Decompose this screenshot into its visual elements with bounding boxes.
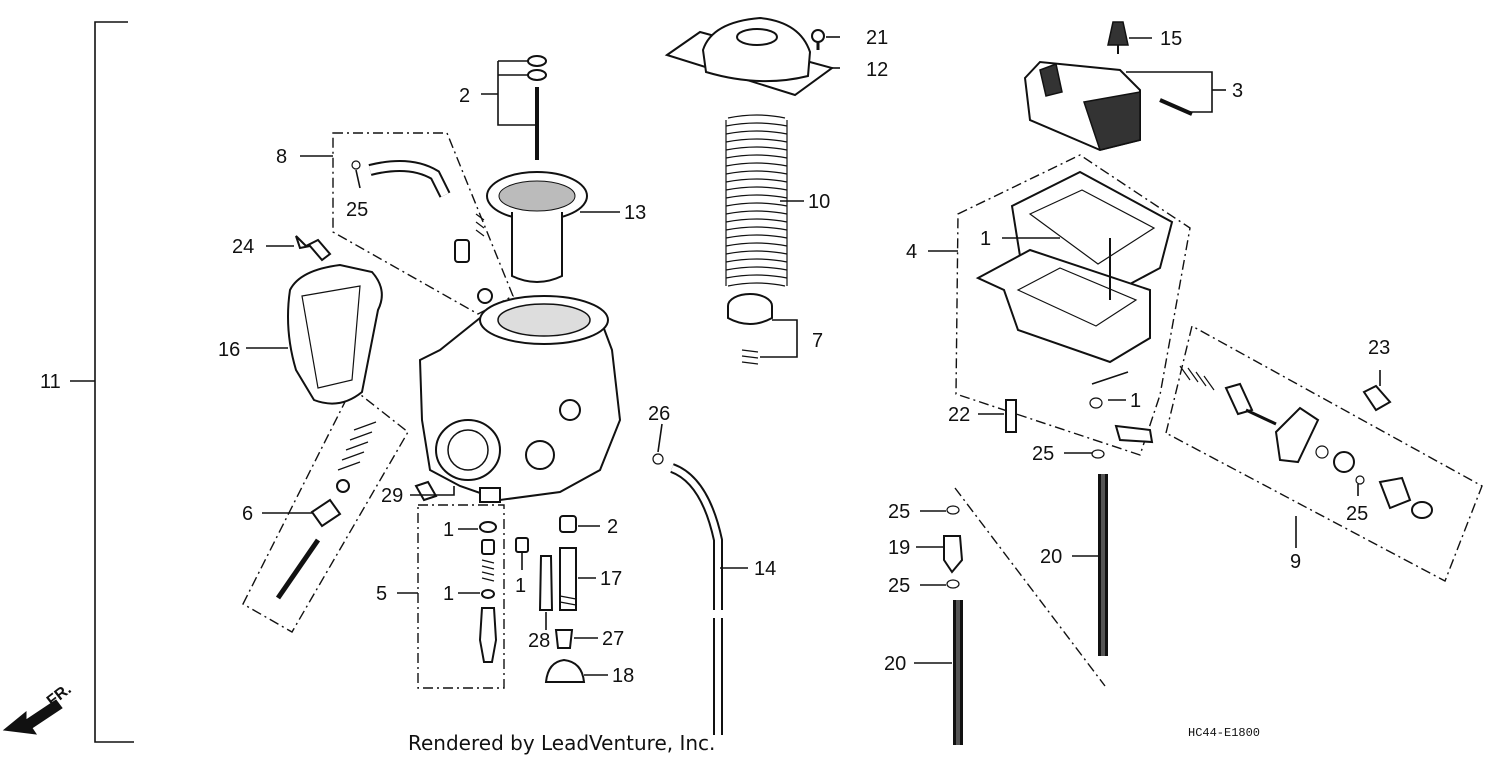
group-outlines	[242, 132, 1483, 689]
front-direction-arrow-icon	[2, 699, 63, 735]
callout-10: 10	[808, 191, 830, 213]
vent-hoses	[943, 449, 1108, 745]
float-chamber-4	[975, 170, 1174, 364]
callout-1-b: 1	[443, 583, 454, 605]
callout-15: 15	[1160, 28, 1182, 50]
callout-24: 24	[232, 236, 254, 258]
screw-29	[414, 480, 438, 502]
callout-1-a: 1	[443, 519, 454, 541]
callout-6: 6	[242, 503, 253, 525]
carburetor-body	[418, 295, 622, 503]
callout-21: 21	[866, 27, 888, 49]
side-cover	[287, 263, 383, 405]
screw-21	[811, 29, 825, 50]
callout-19: 19	[888, 537, 910, 559]
callout-1-c: 1	[515, 575, 526, 597]
callout-27: 27	[602, 628, 624, 650]
callout-17: 17	[600, 568, 622, 590]
starter-valve-group	[1179, 365, 1433, 519]
jet-needle-part	[497, 55, 547, 160]
callout-25-c: 25	[1346, 503, 1368, 525]
callout-3: 3	[1232, 80, 1243, 102]
callout-1-e: 1	[1130, 390, 1141, 412]
callout-1-d: 1	[980, 228, 991, 250]
callout-18: 18	[612, 665, 634, 687]
callout-11: 11	[40, 371, 61, 393]
callout-8: 8	[276, 146, 287, 168]
assembly-bracket-11	[70, 21, 134, 743]
callout-23: 23	[1368, 337, 1390, 359]
vacuum-piston-diaphragm	[486, 171, 588, 283]
pilot-screw-group	[275, 421, 377, 600]
callout-2-top: 2	[459, 85, 470, 107]
screw-24	[295, 235, 332, 262]
jet-parts-column	[515, 515, 586, 683]
callout-20-a: 20	[1040, 546, 1062, 568]
float-3	[1023, 60, 1193, 152]
callout-25-d: 25	[888, 501, 910, 523]
callout-12: 12	[866, 59, 888, 81]
screw-23	[1362, 384, 1392, 412]
accelerator-pump-part	[727, 293, 798, 365]
callout-26: 26	[648, 403, 670, 425]
callout-7: 7	[812, 330, 823, 352]
screw-22	[1005, 399, 1017, 433]
callout-labels: 11 2 8 25 24 13 16 6 29 1 1 5 1 2 17 28 …	[40, 27, 1390, 687]
callout-25-e: 25	[888, 575, 910, 597]
main-jet-group	[478, 521, 498, 663]
callout-22: 22	[948, 404, 970, 426]
callout-14: 14	[754, 558, 776, 580]
credit-text: Rendered by LeadVenture, Inc.	[408, 731, 715, 755]
callout-28: 28	[528, 630, 550, 652]
callout-5: 5	[376, 583, 387, 605]
callout-25-a: 25	[346, 199, 368, 221]
leader-lines	[246, 36, 1381, 676]
callout-4: 4	[906, 241, 917, 263]
callout-16: 16	[218, 339, 240, 361]
enricher-hose-group	[351, 160, 493, 304]
callout-25-b: 25	[1032, 443, 1054, 465]
float-valve-15	[1107, 21, 1129, 54]
top-cover	[664, 16, 835, 97]
callout-20-b: 20	[884, 653, 906, 675]
callout-9: 9	[1290, 551, 1301, 573]
callout-29: 29	[381, 485, 403, 507]
diagram-code: HC44-E1800	[1188, 726, 1260, 740]
callout-13: 13	[624, 202, 646, 224]
throttle-spring	[725, 114, 788, 287]
callout-2-bottom: 2	[607, 516, 618, 538]
drain-screw	[1089, 397, 1154, 444]
drain-hose-14	[652, 453, 723, 735]
